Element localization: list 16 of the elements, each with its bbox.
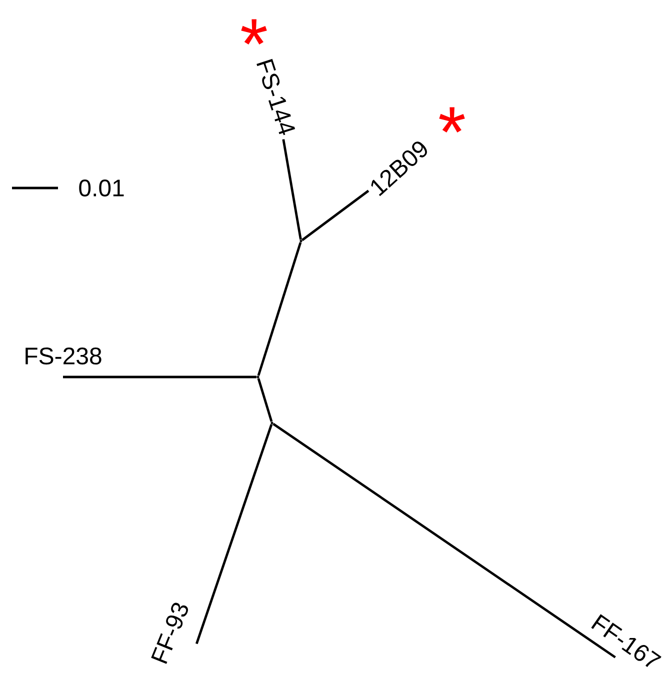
branch	[257, 378, 273, 422]
taxon-label: FS-144	[256, 58, 296, 136]
scale-label: 0.01	[79, 180, 124, 196]
branch-point	[256, 376, 260, 378]
taxon-label: FS-238	[26, 348, 102, 364]
branch	[195, 424, 273, 644]
branch-point	[270, 422, 274, 424]
asterisk: *	[439, 107, 465, 132]
branch	[257, 242, 302, 376]
branch	[282, 139, 302, 240]
asterisk: *	[241, 19, 267, 44]
branch	[301, 190, 370, 242]
taxon-label: FF-93	[151, 602, 188, 664]
branch	[272, 422, 616, 658]
branch-point	[300, 240, 302, 242]
branch	[63, 376, 256, 378]
